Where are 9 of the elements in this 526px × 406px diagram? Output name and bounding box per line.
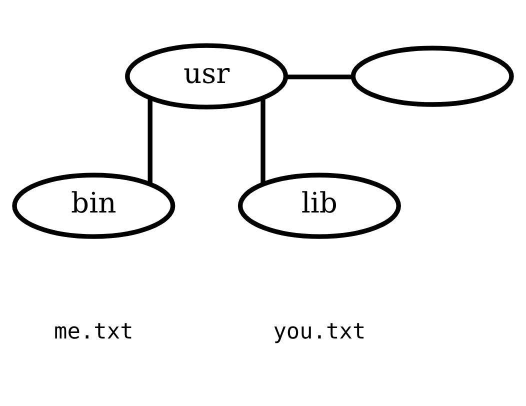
connector (260, 98, 266, 184)
label: you.txt (273, 319, 366, 344)
node-ellipse (350, 46, 514, 107)
node-ellipse: lib (238, 172, 401, 239)
node-ellipse: bin (12, 172, 176, 239)
label: me.txt (54, 319, 134, 344)
connector (148, 98, 152, 184)
connector (286, 74, 353, 80)
node-ellipse: usr (125, 43, 288, 110)
